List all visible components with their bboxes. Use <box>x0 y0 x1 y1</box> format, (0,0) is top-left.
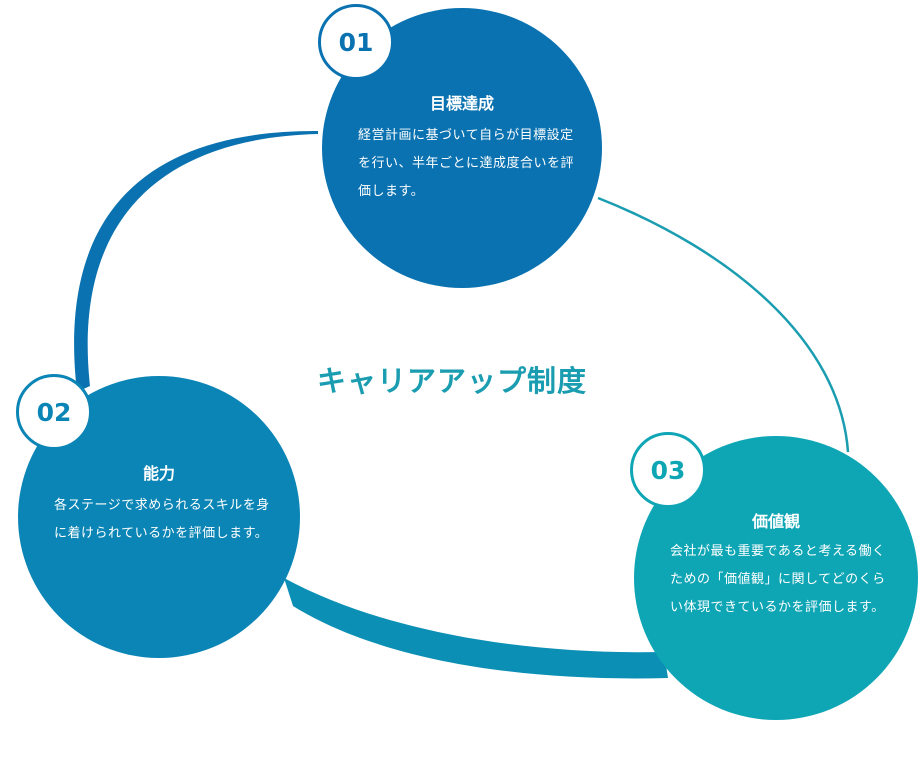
step-number-badge: 01 <box>318 4 394 80</box>
diagram-title: キャリアアップ制度 <box>316 364 587 398</box>
step-heading: 価値観 <box>751 512 800 531</box>
step-heading: 能力 <box>142 464 175 483</box>
step-description: 経営計画に基づいて自らが目標設定を行い、半年ごとに達成度合いを評価します。 <box>358 128 575 199</box>
step-description: 会社が最も重要であると考える働くための「価値観」に関してどのくらい体現できている… <box>670 544 886 615</box>
arc-2-to-3 <box>284 578 668 679</box>
step-number-badge: 02 <box>16 374 92 450</box>
step-heading: 目標達成 <box>429 94 494 113</box>
arc-1-to-2 <box>74 130 318 392</box>
step-description: 各ステージで求められるスキルを身に着けられているかを評価します。 <box>54 498 270 541</box>
step-number-badge: 03 <box>630 432 706 508</box>
arc-3-to-1 <box>597 196 850 453</box>
